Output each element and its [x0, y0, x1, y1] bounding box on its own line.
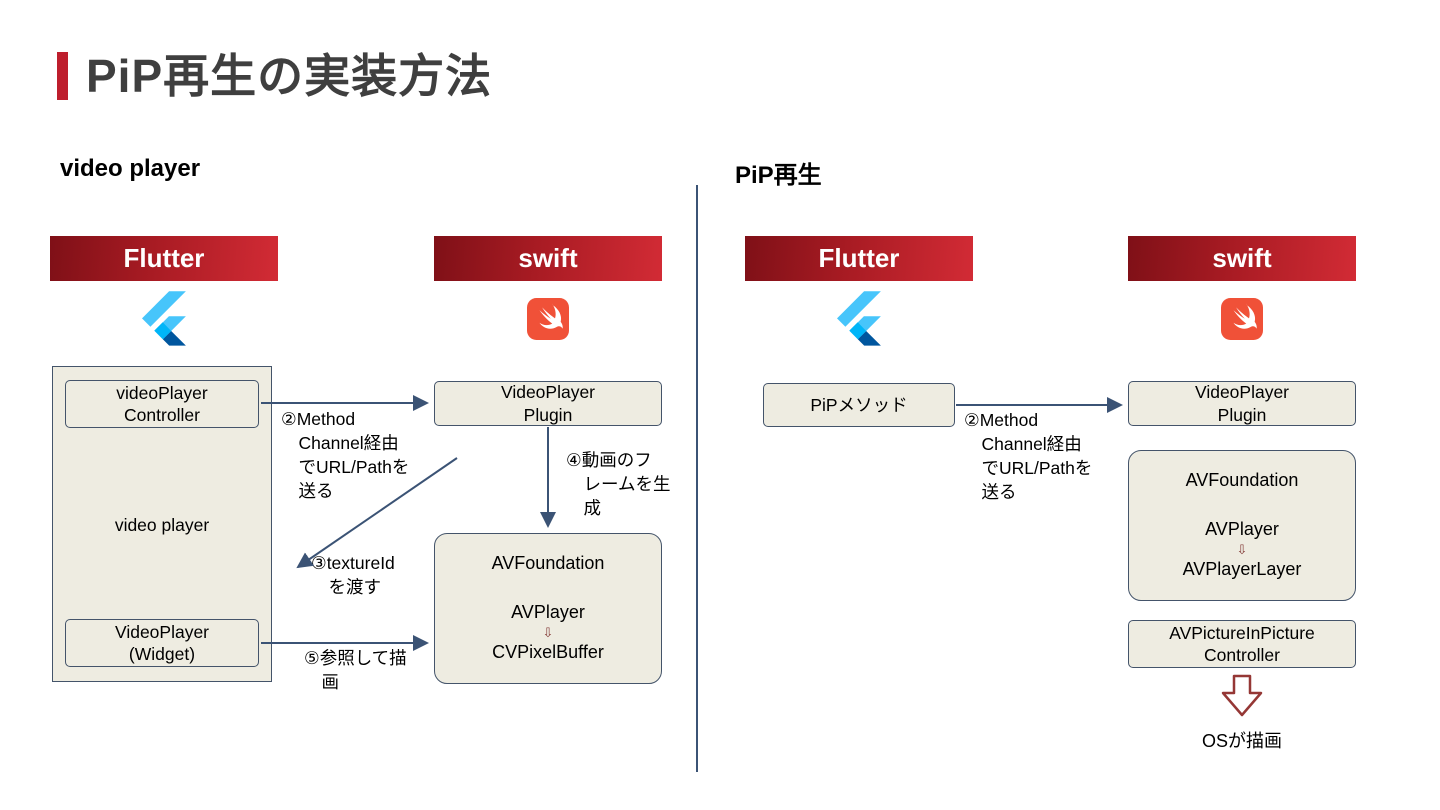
os-draw-block-arrow-icon: [1221, 674, 1263, 717]
left-step3-note: ③textureId を渡す: [311, 553, 395, 598]
video-player-box-label: video player: [114, 515, 210, 535]
left-step2-note: ②Method Channel経由 でURL/Pathを 送る: [281, 409, 410, 502]
avfoundation-label: AVFoundation: [1185, 470, 1299, 490]
video-player-widget-box: VideoPlayer (Widget): [65, 619, 259, 667]
right-flutter-header: Flutter: [745, 236, 973, 281]
left-flutter-header: Flutter: [50, 236, 278, 281]
left-step4-note: ④動画のフ レームを生 成: [566, 450, 671, 519]
pip-method-box: PiPメソッド: [763, 383, 955, 427]
right-section-label: PiP再生: [735, 162, 822, 189]
avplayer-label: AVPlayer: [1205, 519, 1279, 539]
right-swift-header: swift: [1128, 236, 1356, 281]
avplayer-label: AVPlayer: [511, 602, 585, 622]
left-avfoundation-box: AVFoundation AVPlayer ⇩ CVPixelBuffer: [434, 533, 662, 684]
right-video-player-plugin-box: VideoPlayer Plugin: [1128, 381, 1356, 426]
small-down-arrow-icon: ⇩: [542, 625, 554, 640]
flutter-logo-icon: [837, 291, 881, 346]
right-step2-note: ②Method Channel経由 でURL/Pathを 送る: [964, 410, 1093, 503]
os-draw-label: OSが描画: [1201, 731, 1282, 751]
small-down-arrow-icon: ⇩: [1236, 542, 1248, 557]
left-video-player-plugin-box: VideoPlayer Plugin: [434, 381, 662, 426]
swift-logo-icon: [527, 298, 569, 340]
avpictureinpicture-controller-box: AVPictureInPicture Controller: [1128, 620, 1356, 668]
right-avfoundation-box: AVFoundation AVPlayer ⇩ AVPlayerLayer: [1128, 450, 1356, 601]
avplayerlayer-label: AVPlayerLayer: [1182, 559, 1302, 580]
cvpixelbuffer-label: CVPixelBuffer: [492, 642, 604, 663]
video-player-controller-box: videoPlayer Controller: [65, 380, 259, 428]
flutter-logo-icon: [142, 291, 186, 346]
page-title: PiP再生の実装方法: [86, 50, 493, 102]
swift-logo-icon: [1221, 298, 1263, 340]
left-section-label: video player: [60, 155, 201, 182]
left-step5-note: ⑤参照して描 画: [304, 648, 407, 693]
avfoundation-label: AVFoundation: [491, 553, 605, 573]
title-accent-bar: [57, 52, 68, 100]
left-swift-header: swift: [434, 236, 662, 281]
